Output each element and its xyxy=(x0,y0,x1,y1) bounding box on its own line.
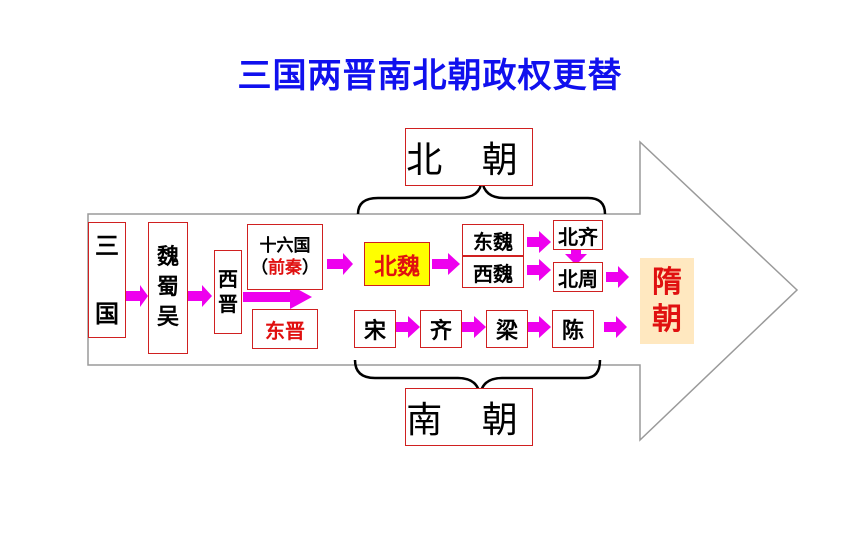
song-box: 宋 xyxy=(354,310,396,348)
arrow-sixteen-to-beiwei xyxy=(327,253,353,275)
northern-qi-box: 北齐 xyxy=(553,220,603,250)
western-wei-box: 西魏 xyxy=(462,256,524,288)
qi-box: 齐 xyxy=(420,310,462,348)
sui-label-bottom: 朝 xyxy=(652,302,682,337)
arrow-liang-to-chen xyxy=(527,316,551,338)
song-label: 宋 xyxy=(363,319,386,344)
qi-label: 齐 xyxy=(429,319,452,344)
wei-label: 魏 xyxy=(156,245,179,271)
arrow-dongwei-to-beiqi xyxy=(527,231,551,253)
eastern-wei-label: 东魏 xyxy=(473,229,513,254)
western-jin-bottom: 晋 xyxy=(218,292,238,316)
wei-shu-wu-box: 魏 蜀 吴 xyxy=(148,222,188,354)
former-qin-open: （ xyxy=(251,258,268,278)
western-jin-box: 西 晋 xyxy=(214,250,242,334)
flow-arrows xyxy=(126,231,629,338)
arrow-sanguo-to-weishuwu xyxy=(126,285,148,307)
former-qin-close: ） xyxy=(302,258,319,278)
arrow-song-to-qi xyxy=(396,316,420,338)
northern-wei-label: 北魏 xyxy=(374,254,420,280)
former-qin-line: （前秦） xyxy=(251,257,319,279)
arrow-chen-to-sui xyxy=(604,316,627,338)
arrow-beizhou-to-sui xyxy=(606,266,629,288)
arrow-beiqi-to-beizhou xyxy=(565,244,587,265)
sui-dynasty-box: 隋 朝 xyxy=(640,258,694,344)
south-dynasties-label: 南 朝 xyxy=(405,388,533,446)
liang-label: 梁 xyxy=(495,319,518,344)
eastern-wei-box: 东魏 xyxy=(462,224,524,256)
sixteen-kingdoms-box: 十六国 （前秦） xyxy=(247,224,323,290)
western-jin-top: 西 xyxy=(218,267,238,291)
arrow-weishuwu-to-xijin xyxy=(188,285,212,307)
former-qin-label: 前秦 xyxy=(268,258,302,278)
eastern-jin-label: 东晋 xyxy=(265,318,305,343)
western-wei-label: 西魏 xyxy=(473,261,513,286)
north-dynasties-text: 北 朝 xyxy=(406,140,532,181)
northern-qi-label: 北齐 xyxy=(558,224,598,249)
arrow-qi-to-liang xyxy=(462,316,486,338)
diagram-title: 三国两晋南北朝政权更替 xyxy=(237,56,623,96)
liang-box: 梁 xyxy=(486,310,528,348)
sui-label-top: 隋 xyxy=(652,264,682,300)
northern-zhou-label: 北周 xyxy=(558,266,598,291)
northern-wei-box: 北魏 xyxy=(364,242,430,286)
chen-box: 陈 xyxy=(552,310,594,348)
arrow-xiwei-to-beizhou xyxy=(527,259,551,281)
timeline-arrow-outline xyxy=(87,140,799,442)
sixteen-kingdoms-label: 十六国 xyxy=(259,235,311,256)
chen-label: 陈 xyxy=(561,319,584,344)
three-kingdoms-bottom: 国 xyxy=(95,299,119,328)
northern-zhou-box: 北周 xyxy=(553,262,603,292)
north-dynasties-label: 北 朝 xyxy=(405,128,533,186)
south-dynasties-text: 南 朝 xyxy=(406,400,532,441)
arrow-xijin-to-dongjin xyxy=(243,285,312,309)
shu-label: 蜀 xyxy=(156,275,179,301)
eastern-jin-box: 东晋 xyxy=(252,309,318,349)
wu-label: 吴 xyxy=(156,304,179,330)
three-kingdoms-top: 三 xyxy=(95,232,119,260)
three-kingdoms-box: 三 国 xyxy=(88,222,126,338)
arrow-beiwei-to-dongxiwei xyxy=(432,253,460,275)
